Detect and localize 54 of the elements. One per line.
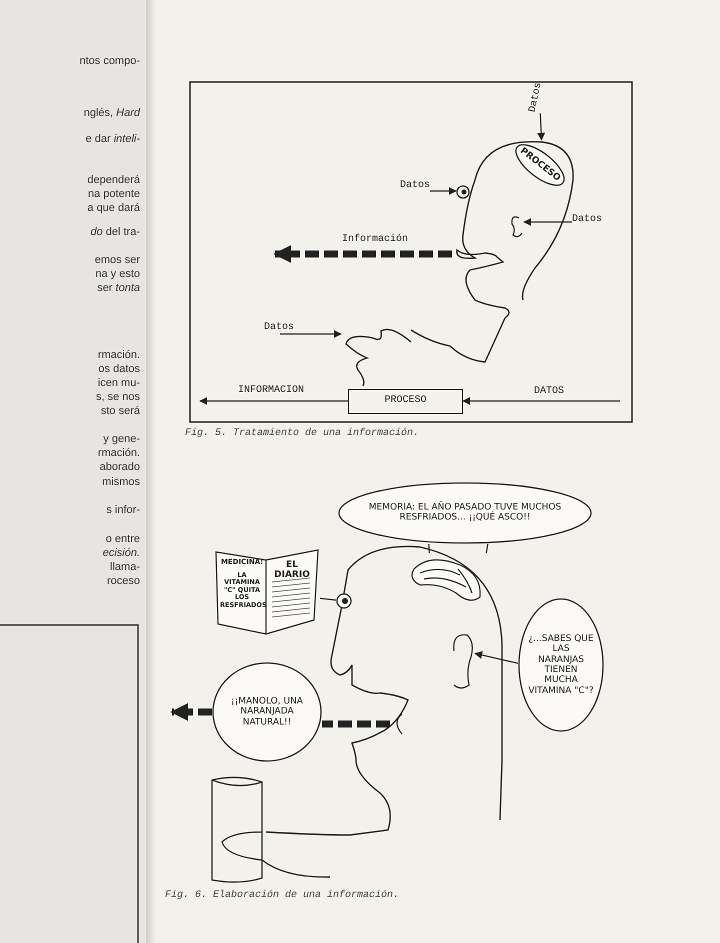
text-fragment: ntos compo- [78, 55, 140, 67]
text-fragment: na potente [87, 188, 140, 200]
speech-bubble: ¿...SABES QUE LAS NARANJAS TIENEN MUCHA VITAMINA "C"? [518, 598, 604, 732]
data-label: Datos [528, 82, 544, 114]
text-fragment: rmación. [96, 349, 140, 361]
text-fragment: rmación. [96, 447, 140, 459]
text-fragment: emos ser [94, 254, 140, 266]
data-label: Datos [572, 214, 602, 225]
eye-drawing [456, 185, 470, 199]
figure-caption: Fig. 6. Elaboración de una información. [165, 890, 400, 901]
text-fragment: na y esto [94, 268, 140, 280]
connector-line [428, 544, 430, 554]
edge-label: Información [342, 234, 408, 245]
edge-label: DATOS [534, 386, 564, 397]
text-fragment: a que dará [86, 202, 140, 214]
arrow [430, 187, 457, 195]
text-fragment: o entre [104, 533, 140, 545]
text-fragment: mismos [101, 476, 140, 488]
dashed-arrow [273, 245, 452, 263]
ear-drawing [510, 214, 524, 240]
arrow [462, 397, 620, 405]
edge-label: INFORMACION [238, 385, 304, 396]
text-fragment: ecisión. [102, 547, 140, 559]
text-fragment: sto será [100, 405, 140, 417]
text-fragment: s infor- [105, 504, 140, 516]
dashed-arrow [170, 703, 212, 721]
process-box: PROCESO [348, 389, 463, 414]
text-fragment: nglés, Hard [82, 107, 140, 119]
text-fragment: os datos [97, 363, 140, 375]
figure-caption: Fig. 5. Tratamiento de una información. [185, 428, 420, 439]
text-fragment: aborado [98, 461, 140, 473]
text-fragment: roceso [106, 575, 140, 587]
connector-line [320, 598, 336, 601]
text-fragment: llama- [109, 561, 140, 573]
text-fragment: ser tonta [96, 282, 140, 294]
masthead-text: EL DIARIO [273, 560, 311, 581]
connector-line [486, 544, 488, 554]
newspaper-drawing [214, 548, 320, 634]
text-fragment: icen mu- [96, 377, 140, 389]
text-fragment: y gene- [102, 433, 140, 445]
arrow [537, 113, 546, 141]
thought-bubble: MEMORIA: EL AÑO PASADO TUVE MUCHOS RESFRIADOS... ¡¡QUÉ ASCO!! [338, 482, 592, 544]
text-fragment: do del tra- [89, 226, 140, 238]
arrow [280, 330, 342, 338]
text-fragment: s, se nos [94, 391, 140, 403]
arrow [199, 397, 348, 405]
text-fragment: dependerá [86, 174, 140, 186]
eye-drawing [336, 593, 352, 609]
data-label: Datos [400, 180, 430, 191]
speech-bubble: ¡¡MANOLO, UNA NARANJADA NATURAL!! [212, 662, 322, 762]
data-label: Datos [264, 322, 294, 333]
arrow [474, 651, 518, 664]
arrow [523, 218, 572, 226]
text-fragment: e dar inteli- [84, 133, 140, 145]
